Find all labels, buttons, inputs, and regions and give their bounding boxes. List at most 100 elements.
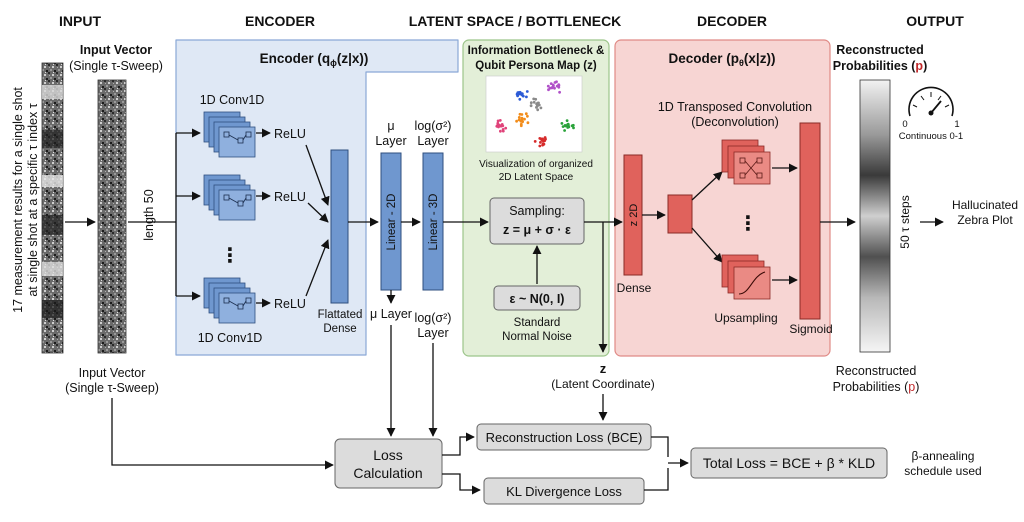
hallucinated-1: Hallucinated: [952, 198, 1018, 212]
flatten-label-2: Dense: [323, 323, 356, 335]
input-bottom-title: Input Vector: [79, 366, 146, 380]
conv-stack-2: [203, 174, 256, 221]
arrow-kl-total: [644, 468, 669, 491]
latent-cluster-point: [504, 126, 508, 130]
relu-2: ReLU: [274, 190, 306, 204]
mu-top-2: Layer: [375, 134, 406, 148]
encoder-panel: [175, 39, 459, 356]
input-vector-strip: [97, 79, 127, 354]
input-vector-title: Input Vector: [80, 43, 152, 57]
latent-cluster-point: [553, 86, 556, 90]
conv-top-label: 1D Conv1D: [200, 93, 265, 107]
loss-calc-2: Calculation: [353, 465, 422, 481]
relu-3: ReLU: [274, 297, 306, 311]
total-loss-label: Total Loss = BCE + β * KLD: [703, 455, 875, 471]
latent-cluster-point: [496, 119, 500, 123]
latent-cluster-point: [525, 95, 528, 99]
latent-cluster-point: [532, 100, 536, 104]
latent-cluster-point: [499, 129, 502, 133]
latent-cluster-point: [549, 82, 553, 85]
latent-cluster-point: [525, 90, 529, 93]
noise-formula: ε ~ N(0, I): [510, 292, 565, 306]
header-encoder: ENCODER: [245, 13, 315, 29]
latent-cluster-point: [501, 127, 505, 131]
header-input: INPUT: [59, 13, 101, 29]
kl-loss-label: KL Divergence Loss: [506, 484, 622, 499]
latent-title-1: Information Bottleneck &: [468, 45, 605, 57]
latent-cluster-point: [557, 85, 561, 89]
tconv-stack-2: [721, 254, 771, 300]
gauge-icon: [908, 86, 954, 117]
arrow-loss-kl: [442, 473, 481, 495]
hallucinated-2: Zebra Plot: [957, 213, 1013, 227]
arrow-relu3-flatten: [305, 239, 330, 297]
latent-cluster-point: [561, 125, 565, 128]
input-shot-bands: [42, 85, 63, 318]
latent-cluster-point: [520, 92, 524, 95]
flatten-label-1: Flattated: [318, 309, 363, 321]
latent-cluster-point: [546, 84, 550, 88]
latent-cluster-point: [539, 141, 542, 144]
latent-cluster-point: [515, 119, 518, 123]
latent-cluster-point: [498, 123, 501, 127]
decoder-dense-bar-text: z 2D: [628, 204, 640, 227]
latent-cluster-point: [529, 101, 533, 105]
noise-label-2: Normal Noise: [502, 331, 572, 343]
latent-cluster-point: [567, 125, 571, 129]
latent-scatter-plot: [495, 80, 575, 148]
latent-cluster-point: [539, 106, 543, 110]
latent-cluster-point: [521, 94, 525, 98]
z-caption: (Latent Coordinate): [551, 377, 654, 391]
decoder-small-block: [667, 194, 693, 234]
upsampling-label: Upsampling: [714, 311, 777, 325]
sigmoid-bar: [799, 122, 821, 320]
conv-stack-3: [203, 277, 256, 324]
latent-cluster-point: [538, 144, 542, 148]
logvar-bottom-1: log(σ²): [415, 311, 452, 325]
noise-box: [493, 285, 581, 311]
latent-cluster-point: [533, 140, 537, 143]
latent-cluster-point: [570, 124, 574, 128]
decoder-title: Decoder (pθ(x|z)): [669, 51, 776, 68]
header-decoder: DECODER: [697, 13, 767, 29]
sampling-title: Sampling:: [509, 204, 565, 218]
sampling-formula: z = μ + σ · ε: [503, 223, 571, 237]
input-caption-line1: 17 measurement results for a single shot: [11, 87, 25, 313]
conv-bottom-label: 1D Conv1D: [198, 331, 263, 345]
latent-cluster-point: [496, 121, 500, 125]
loss-calc-box: [334, 438, 443, 489]
latent-cluster-point: [541, 139, 545, 143]
sampling-box: [489, 197, 585, 245]
recon-loss-label: Reconstruction Loss (BCE): [486, 430, 643, 445]
logvar-top-2: Layer: [417, 134, 448, 148]
latent-cluster-point: [560, 122, 564, 125]
latent-cluster-point: [572, 126, 575, 130]
kl-loss-box: [483, 477, 645, 505]
input-vector-subtitle: (Single τ-Sweep): [69, 59, 163, 73]
arrow-small-tconv1: [691, 171, 723, 201]
logvar-bottom-2: Layer: [417, 326, 448, 340]
recon-title-1: Reconstructed: [836, 43, 924, 57]
conv-stack-1: [203, 111, 256, 158]
latent-cluster-point: [518, 112, 522, 116]
decoder-tconv-1: 1D Transposed Convolution: [658, 100, 812, 114]
latent-cluster-point: [538, 137, 542, 140]
latent-viz-caption-2: 2D Latent Space: [499, 172, 574, 183]
latent-cluster-point: [552, 84, 555, 88]
recon-bottom-1: Reconstructed: [836, 364, 917, 378]
arrow-relu1-flatten: [305, 144, 330, 206]
latent-cluster-point: [532, 97, 536, 101]
latent-cluster-point: [535, 102, 538, 106]
latent-cluster-point: [553, 81, 557, 84]
latent-cluster-point: [523, 117, 526, 121]
latent-cluster-point: [518, 90, 522, 94]
noise-label-1: Standard: [514, 317, 561, 329]
mu-bar-text: Linear - 2D: [386, 194, 398, 251]
annealing-1: β-annealing: [912, 449, 975, 463]
latent-cluster-point: [535, 104, 539, 108]
decoder-ellipsis: ⋮: [738, 213, 758, 235]
header-output: OUTPUT: [906, 13, 964, 29]
output-steps-label: 50 τ steps: [898, 195, 912, 248]
latent-cluster-point: [536, 108, 540, 112]
